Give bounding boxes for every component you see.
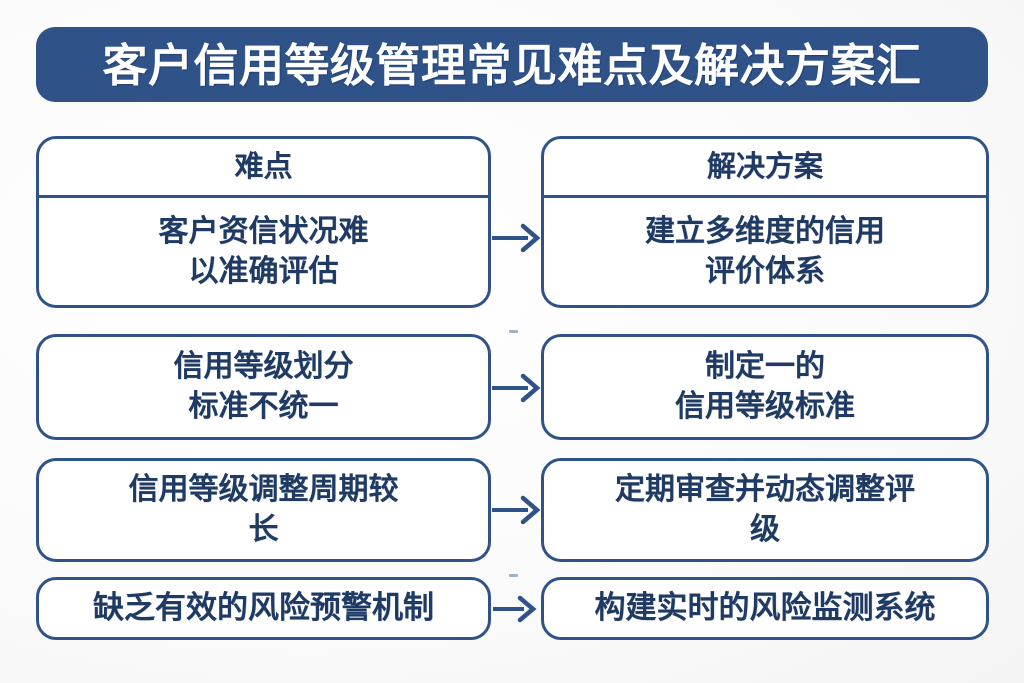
- problem-cell-2-label: 信用等级划分 标准不统一: [173, 349, 354, 424]
- page-title: 客户信用等级管理常见难点及解决方案汇: [102, 39, 922, 92]
- solution-cell-2[interactable]: 制定一的 信用等级标准: [544, 337, 986, 437]
- problem-column-header: 难点: [39, 139, 488, 198]
- problem-cell-4-label: 缺乏有效的风险预警机制: [93, 590, 434, 627]
- solution-column-header: 解决方案: [544, 139, 986, 198]
- problem-card-3[interactable]: 信用等级调整周期较 长: [36, 458, 491, 562]
- solution-card-3[interactable]: 定期审查并动态调整评 级: [541, 458, 989, 562]
- problem-card-2[interactable]: 信用等级划分 标准不统一: [36, 334, 491, 440]
- problem-cell-1[interactable]: 客户资信状况难 以准确评估: [39, 198, 488, 305]
- solution-cell-3-label: 定期审查并动态调整评 级: [615, 472, 915, 547]
- solution-column-header-label: 解决方案: [706, 149, 823, 184]
- solution-column-card[interactable]: 解决方案 建立多维度的信用 评价体系: [541, 136, 989, 308]
- solution-card-4[interactable]: 构建实时的风险监测系统: [541, 577, 989, 640]
- solution-cell-4[interactable]: 构建实时的风险监测系统: [544, 580, 986, 637]
- solution-card-2[interactable]: 制定一的 信用等级标准: [541, 334, 989, 440]
- problem-column-card[interactable]: 难点 客户资信状况难 以准确评估: [36, 136, 491, 308]
- arrow-right-icon-row-2: [492, 373, 541, 403]
- problem-card-4[interactable]: 缺乏有效的风险预警机制: [36, 577, 491, 640]
- diagram-title-bar: 客户信用等级管理常见难点及解决方案汇: [36, 27, 988, 102]
- solution-cell-2-label: 制定一的 信用等级标准: [675, 349, 855, 424]
- problem-column-header-label: 难点: [234, 149, 293, 184]
- stray-tick-mark-2: [509, 574, 518, 577]
- problem-cell-3-label: 信用等级调整周期较 长: [128, 472, 399, 547]
- arrow-right-icon-row-1: [492, 223, 541, 253]
- stray-tick-mark-1: [509, 330, 518, 333]
- solution-cell-4-label: 构建实时的风险监测系统: [594, 590, 936, 627]
- solution-cell-1[interactable]: 建立多维度的信用 评价体系: [544, 198, 986, 305]
- arrow-right-icon-row-3: [492, 495, 541, 525]
- problem-cell-2[interactable]: 信用等级划分 标准不统一: [39, 337, 488, 437]
- problem-cell-3[interactable]: 信用等级调整周期较 长: [39, 461, 488, 559]
- problem-cell-1-label: 客户资信状况难 以准确评估: [158, 213, 369, 289]
- problem-cell-4[interactable]: 缺乏有效的风险预警机制: [39, 580, 488, 637]
- arrow-right-icon-row-4: [493, 595, 537, 623]
- solution-cell-1-label: 建立多维度的信用 评价体系: [645, 213, 885, 289]
- solution-cell-3[interactable]: 定期审查并动态调整评 级: [544, 461, 986, 559]
